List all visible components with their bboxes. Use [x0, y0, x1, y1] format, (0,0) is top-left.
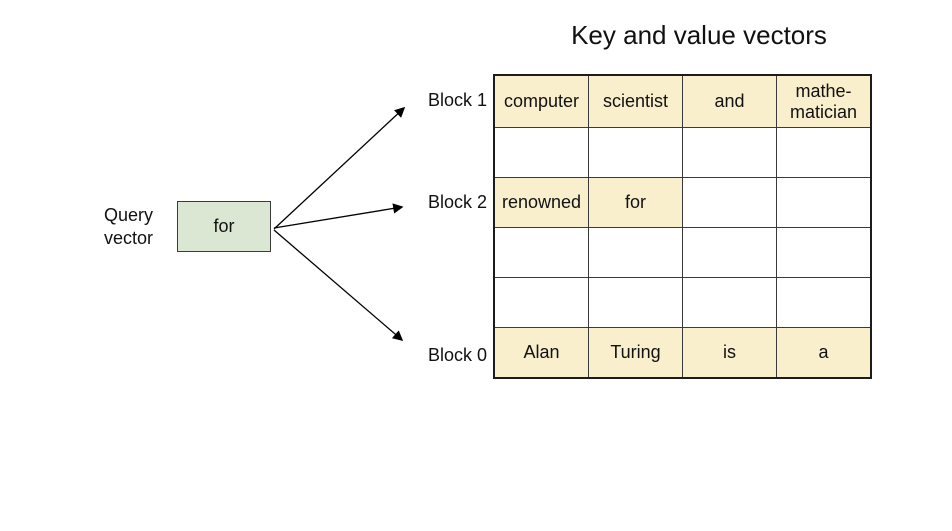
table-cell — [776, 277, 872, 328]
table-cell — [682, 277, 777, 328]
table-cell: Turing — [588, 327, 683, 379]
query-vector-value: for — [213, 216, 235, 236]
block-label-1: Block 1 — [427, 90, 487, 110]
diagram-title: Key and value vectors — [571, 20, 827, 50]
table-cell — [682, 227, 777, 278]
table-row-block-1: computer scientist and mathe- matician — [493, 74, 872, 128]
table-cell — [493, 127, 589, 178]
table-cell: renowned — [493, 177, 589, 228]
table-row-empty — [493, 227, 872, 278]
table-cell: is — [682, 327, 777, 379]
table-cell — [776, 177, 872, 228]
query-vector-box: for — [177, 201, 271, 252]
arrow-to-block-2 — [273, 203, 404, 229]
table-cell: mathe- matician — [776, 74, 872, 128]
table-row-empty — [493, 127, 872, 178]
table-cell — [588, 127, 683, 178]
arrow-to-block-0 — [273, 229, 404, 342]
table-cell: for — [588, 177, 683, 228]
table-row-block-2: renowned for — [493, 177, 872, 228]
table-cell — [493, 227, 589, 278]
table-cell: a — [776, 327, 872, 379]
table-cell — [493, 277, 589, 328]
table-row-block-0: Alan Turing is a — [493, 327, 872, 379]
table-row-empty — [493, 277, 872, 328]
block-label-2: Block 2 — [427, 192, 487, 212]
query-vector-label: Query vector — [104, 205, 154, 248]
table-cell — [682, 127, 777, 178]
block-label-0: Block 0 — [427, 345, 487, 365]
table-cell: and — [682, 74, 777, 128]
table-cell: computer — [493, 74, 589, 128]
table-cell: scientist — [588, 74, 683, 128]
arrow-to-block-1 — [273, 106, 406, 230]
table-cell: Alan — [493, 327, 589, 379]
table-cell — [682, 177, 777, 228]
table-cell — [588, 227, 683, 278]
table-cell — [588, 277, 683, 328]
table-cell — [776, 227, 872, 278]
table-cell — [776, 127, 872, 178]
key-value-table: computer scientist and mathe- matician r… — [493, 74, 872, 379]
